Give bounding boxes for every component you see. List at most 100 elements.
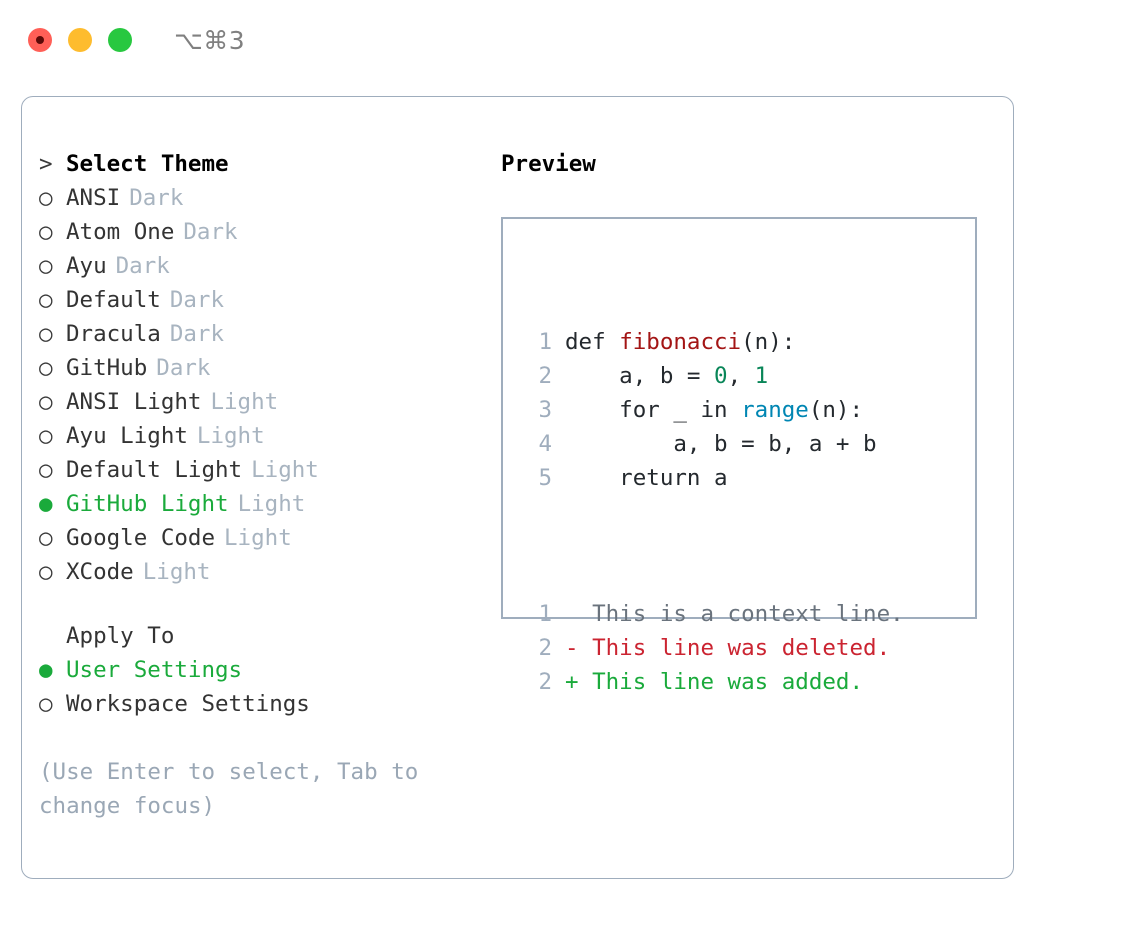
theme-option-label: XCode [66, 559, 134, 585]
close-button[interactable] [28, 28, 52, 52]
code-token-num: 0 [714, 363, 728, 389]
diff-block: 1 This is a context line.2- This line wa… [520, 597, 904, 699]
theme-variant-tag: Dark [169, 287, 225, 313]
theme-option-label: Default [66, 287, 161, 313]
preview-heading: Preview [501, 151, 596, 177]
code-line-text: return a [565, 461, 728, 495]
theme-variant-tag: Light [210, 389, 279, 415]
theme-variant-tag: Light [251, 457, 319, 483]
diff-line-del: 2- This line was deleted. [520, 631, 904, 665]
code-line-number: 3 [538, 397, 552, 423]
radio-unselected-icon: ○ [39, 457, 53, 483]
theme-option-label: Google Code [66, 525, 216, 551]
code-line: 1 def fibonacci(n): [520, 325, 904, 359]
diff-line-text: + This line was added. [565, 665, 863, 699]
code-line: 5 return a [520, 461, 904, 495]
theme-variant-tag: Dark [129, 185, 184, 211]
apply-to-option-workspace-settings[interactable]: ○Workspace Settings [39, 687, 499, 721]
code-line-text: for _ in range(n): [565, 393, 863, 427]
code-line-number: 2 [538, 363, 552, 389]
minimize-button[interactable] [68, 28, 92, 52]
theme-option-label: Ayu Light [66, 423, 188, 449]
radio-unselected-icon: ○ [39, 559, 53, 585]
code-line: 4 a, b = b, a + b [520, 427, 904, 461]
code-token-plain: (n): [741, 329, 796, 355]
zoom-button[interactable] [108, 28, 132, 52]
diff-line-number: 2 [538, 635, 552, 661]
select-theme-header: > Select Theme [39, 147, 499, 181]
code-token-plain: a, b = [565, 363, 715, 389]
radio-unselected-icon: ○ [39, 185, 53, 211]
theme-option-default-light[interactable]: ○ Default Light Light [39, 453, 499, 487]
diff-line-number: 2 [538, 669, 552, 695]
code-token-plain: a, b = b, a + b [565, 431, 877, 457]
code-token-plain: return a [565, 465, 728, 491]
theme-option-label: Dracula [66, 321, 161, 347]
apply-to-list: ● User Settings ○Workspace Settings [39, 653, 499, 721]
keyboard-hint-text: (Use Enter to select, Tab to change focu… [39, 759, 419, 819]
code-line-number: 4 [538, 431, 552, 457]
keyboard-shortcut-label: ⌥⌘3 [174, 25, 246, 55]
apply-to-marker-spacer: ○ [39, 619, 66, 653]
apply-to-option-user-settings[interactable]: ● User Settings [39, 653, 499, 687]
theme-option-label: Default Light [66, 457, 243, 483]
code-line-number: 5 [538, 465, 552, 491]
prompt-caret-icon: > [39, 151, 53, 177]
code-line-text: def fibonacci(n): [565, 325, 795, 359]
theme-option-ansi[interactable]: ○ ANSI Dark [39, 181, 499, 215]
diff-line-text: - This line was deleted. [565, 631, 890, 665]
code-line-number: 1 [538, 329, 552, 355]
theme-option-label: ANSI Light [66, 389, 202, 415]
code-token-plain: , [727, 363, 755, 389]
radio-selected-icon: ● [39, 657, 53, 683]
diff-line-text: This is a context line. [565, 597, 904, 631]
code-line-text: a, b = 0, 1 [565, 359, 768, 393]
radio-unselected-icon: ○ [39, 525, 53, 551]
radio-unselected-icon: ○ [39, 321, 53, 347]
code-token-plain: (n): [808, 397, 864, 423]
diff-line-number: 1 [538, 601, 552, 627]
diff-sign: - [565, 635, 593, 661]
diff-text: This line was added. [592, 669, 864, 695]
apply-to-option-label: User Settings [66, 657, 243, 683]
theme-option-label: GitHub Light [66, 491, 229, 517]
apply-to-option-label: Workspace Settings [66, 691, 310, 717]
radio-unselected-icon: ○ [39, 219, 53, 245]
title-bar: ⌥⌘3 [0, 0, 1140, 80]
select-theme-title: Select Theme [66, 151, 229, 177]
radio-unselected-icon: ○ [39, 389, 53, 415]
diff-line-add: 2 + This line was added. [520, 665, 904, 699]
diff-text: This line was deleted. [592, 635, 891, 661]
code-line-text: a, b = b, a + b [565, 427, 877, 461]
theme-option-label: ANSI [66, 185, 121, 211]
code-line: 2 a, b = 0, 1 [520, 359, 904, 393]
theme-variant-tag: Light [142, 559, 211, 585]
theme-option-ansi-light[interactable]: ○ ANSI Light Light [39, 385, 499, 419]
window-controls [28, 28, 132, 52]
theme-variant-tag: Dark [115, 253, 170, 279]
theme-option-label: GitHub [66, 355, 148, 381]
code-line: 3 for _ in range(n): [520, 393, 904, 427]
radio-unselected-icon: ○ [39, 423, 53, 449]
radio-selected-icon: ● [39, 491, 53, 517]
theme-option-xcode[interactable]: ○ XCode Light [39, 555, 499, 589]
theme-variant-tag: Dark [183, 219, 238, 245]
apply-to-header: ○ Apply To [39, 619, 499, 653]
code-token-num: 1 [754, 363, 769, 389]
code-token-plain: def [565, 329, 620, 355]
theme-option-ayu-light[interactable]: ○ Ayu Light Light [39, 419, 499, 453]
theme-variant-tag: Light [196, 423, 265, 449]
